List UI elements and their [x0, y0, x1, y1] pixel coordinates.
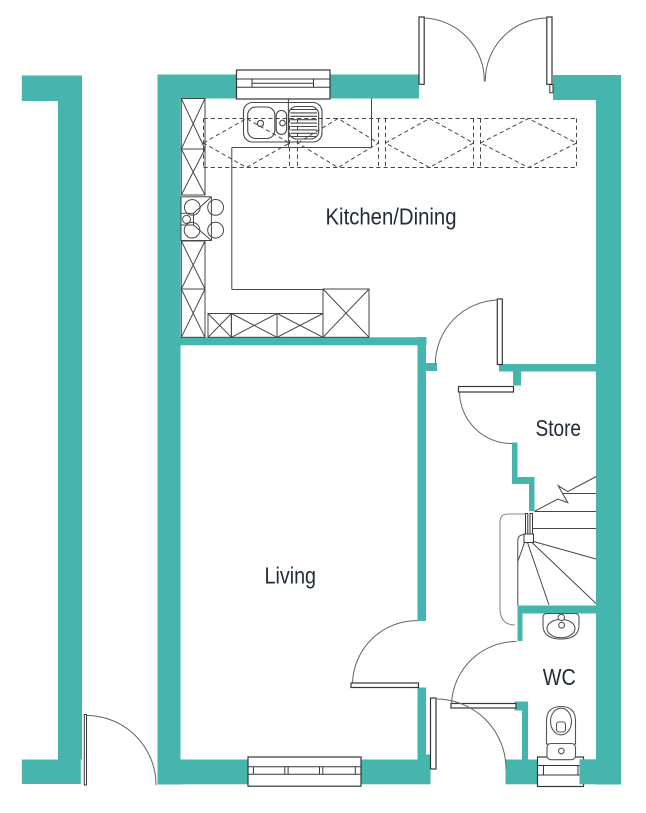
svg-text:Kitchen/Dining: Kitchen/Dining — [326, 203, 457, 229]
svg-text:Living: Living — [265, 562, 317, 588]
svg-text:WC: WC — [543, 664, 576, 690]
svg-text:Store: Store — [536, 415, 582, 441]
